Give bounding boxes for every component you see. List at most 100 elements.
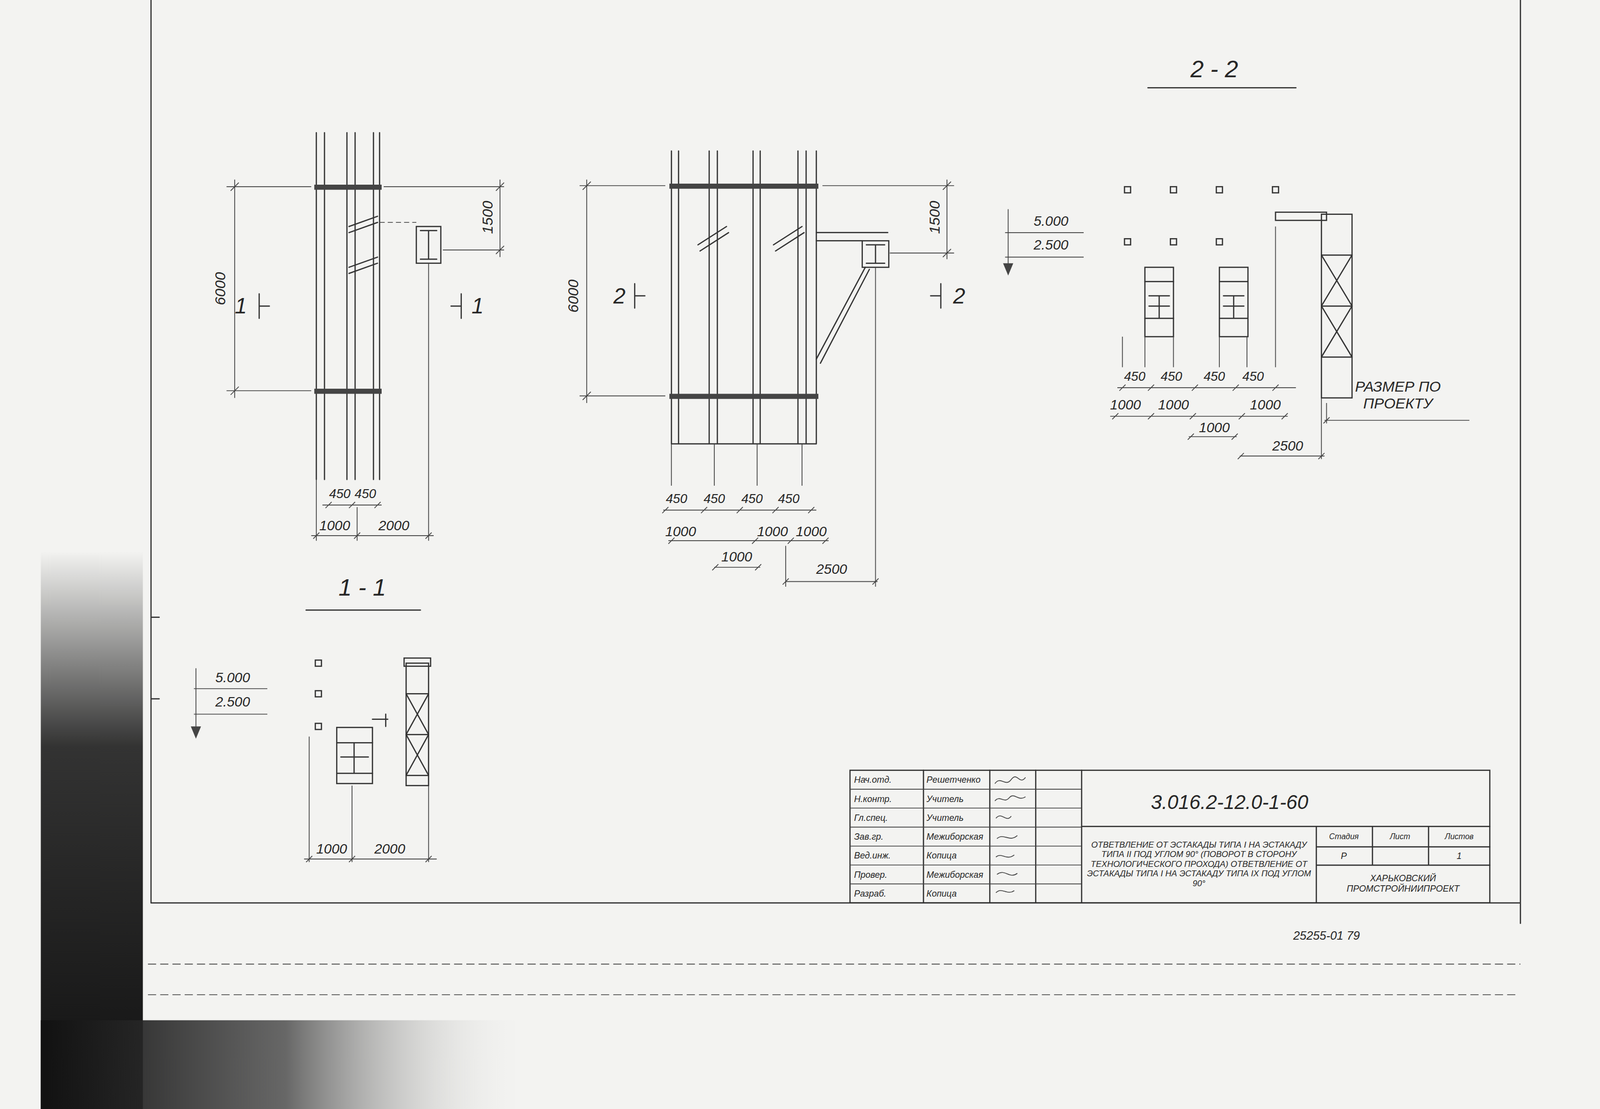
title-block-role: Зав.гр. xyxy=(853,831,884,843)
section-2-2-part xyxy=(1237,452,1325,459)
elevation-mark: 5.000 xyxy=(215,669,250,686)
plan-view-1-part xyxy=(379,221,417,223)
dimension-note: РАЗМЕР ПО ПРОЕКТУ xyxy=(1326,377,1470,412)
section-2-2-part xyxy=(1002,263,1014,276)
section-2-2-part xyxy=(1117,384,1297,391)
plan-view-2-part xyxy=(862,240,890,268)
section-2-2 xyxy=(1002,87,1470,459)
plan-view-1-part xyxy=(230,179,239,399)
dimension: 1000 xyxy=(796,523,827,540)
section-2-2-part xyxy=(1321,254,1352,357)
dimension: 1000 xyxy=(721,549,752,565)
section-2-2-part xyxy=(1219,267,1249,337)
plan-view-1-part xyxy=(259,293,462,318)
section-2-2-part xyxy=(1170,186,1177,193)
title-block-part xyxy=(850,770,1490,903)
title-block-value: 1 xyxy=(1456,850,1462,862)
title-block-name: Копица xyxy=(926,888,957,900)
dimension: 450 xyxy=(741,491,763,507)
dimension: 450 xyxy=(1123,369,1146,385)
dimension: 6000 xyxy=(211,272,230,306)
plan-view-2-part xyxy=(671,443,802,486)
sheet-frame xyxy=(148,0,1521,995)
plan-view-2-part xyxy=(662,506,817,513)
dimension: 1000 xyxy=(756,523,788,540)
section-2-2-part xyxy=(1124,238,1131,245)
title-block-role: Нач.отд. xyxy=(853,774,892,786)
plan-view-1-part xyxy=(420,230,437,260)
dimension: 2500 xyxy=(816,561,848,578)
title-block-name: Копица xyxy=(926,850,957,861)
section-1-1-part xyxy=(309,736,429,862)
drawing-code: 3.016.2-12.0-1-60 xyxy=(1150,790,1309,814)
dimension: 1000 xyxy=(1109,397,1141,413)
dimension: 2000 xyxy=(374,841,405,857)
archive-number: 25255-01 79 xyxy=(1293,928,1360,943)
elevation-mark: 5.000 xyxy=(1033,213,1069,230)
title-block-header: Лист xyxy=(1389,832,1410,842)
title-block-part xyxy=(923,770,1082,903)
plan-view-1-part xyxy=(496,179,504,258)
plan-view-2-part xyxy=(698,226,804,251)
dimension: 1000 xyxy=(1157,397,1189,413)
title-block-role: Гл.спец. xyxy=(853,812,888,824)
section-2-2-part xyxy=(1122,226,1327,459)
section-1-1-part xyxy=(194,668,268,737)
title-block-role: Вед.инж. xyxy=(853,850,891,861)
title-block-header: Стадия xyxy=(1329,832,1359,842)
section-title: 2 - 2 xyxy=(1190,55,1239,84)
title-block-role: Разраб. xyxy=(853,888,887,900)
section-2-2-part xyxy=(1216,186,1223,193)
plan-view-1-part xyxy=(322,501,382,508)
dimension: 2500 xyxy=(1272,438,1303,454)
section-1-1-part xyxy=(336,714,388,774)
plan-view-1 xyxy=(226,132,505,541)
section-2-2-part xyxy=(1219,281,1249,319)
plan-view-2-part xyxy=(712,564,762,571)
title-block-part xyxy=(995,776,1026,893)
dimension: 1000 xyxy=(319,517,350,534)
plan-view-1-part xyxy=(416,226,441,263)
title-block-name: Межиборская xyxy=(926,869,984,880)
section-mark: 1 xyxy=(471,293,484,319)
section-1-1-part xyxy=(315,690,322,697)
dimension: 450 xyxy=(665,491,688,507)
section-1-1-part xyxy=(305,609,421,611)
section-2-2-part xyxy=(1272,186,1279,193)
plan-view-1-part xyxy=(311,532,434,539)
dimension: 450 xyxy=(778,491,800,507)
title-block-part xyxy=(850,789,1082,884)
plan-view-1-part xyxy=(349,216,378,274)
sheet-frame-part xyxy=(148,963,1521,995)
dimension: 1500 xyxy=(479,200,497,235)
section-2-2-part xyxy=(1148,87,1297,89)
title-block-header: Листов xyxy=(1444,832,1474,842)
title-block-role: Н.контр. xyxy=(853,793,892,804)
plan-view-1-part xyxy=(316,263,429,542)
plan-view-2-part xyxy=(669,183,819,189)
plan-view-2-part xyxy=(579,185,954,397)
plan-view-2-part xyxy=(634,283,941,308)
plan-view-2-part xyxy=(582,179,951,403)
section-2-2-part xyxy=(1004,208,1084,274)
dimension: 450 xyxy=(1242,369,1264,385)
dimension: 1000 xyxy=(665,523,697,540)
plan-view-1-part xyxy=(314,388,382,394)
dimension: 1000 xyxy=(1199,419,1230,436)
elevation-mark: 2.500 xyxy=(1033,237,1069,253)
section-mark: 1 xyxy=(234,293,247,319)
section-2-2-part xyxy=(1170,238,1177,245)
plan-view-2-part xyxy=(671,150,817,444)
section-1-1-part xyxy=(403,657,431,666)
dimension: 450 xyxy=(1203,369,1225,385)
section-1-1-part xyxy=(190,726,201,739)
section-1-1-part xyxy=(315,659,322,666)
dimension: 1000 xyxy=(1250,397,1281,413)
section-mark: 2 xyxy=(613,283,626,309)
drawing-description: ОТВЕТВЛЕНИЕ ОТ ЭСТАКАДЫ ТИПА I НА ЭСТАКА… xyxy=(1086,840,1311,889)
section-mark: 2 xyxy=(952,283,965,309)
section-2-2-part xyxy=(1323,417,1470,424)
title-block xyxy=(850,770,1490,903)
dimension: 450 xyxy=(703,491,725,507)
